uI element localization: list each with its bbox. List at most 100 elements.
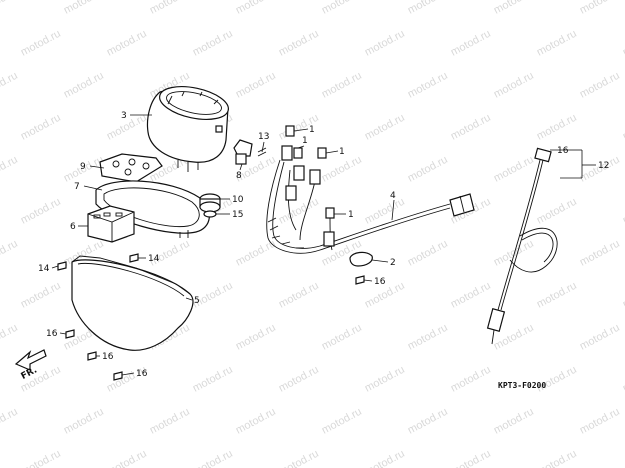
- watermark-text: motod.ru: [449, 448, 493, 468]
- grommet: [199, 193, 221, 213]
- watermark-text: motod.ru: [62, 0, 106, 17]
- watermark-text: motod.ru: [535, 280, 579, 311]
- watermark-text: motod.ru: [406, 238, 450, 269]
- bulbs: [285, 125, 335, 219]
- indicator-housing: [87, 205, 135, 243]
- watermark-text: motod.ru: [406, 154, 450, 185]
- watermark-text: motod.ru: [406, 0, 450, 17]
- watermark-text: motod.ru: [621, 28, 625, 59]
- watermark-text: motod.ru: [0, 154, 20, 185]
- callout-4: 4: [390, 191, 396, 201]
- callout-5: 5: [194, 296, 200, 306]
- callout-14: 14: [148, 254, 160, 264]
- callout-9: 9: [80, 162, 86, 172]
- watermark-text: motod.ru: [621, 448, 625, 468]
- speedometer-cable: [486, 147, 558, 345]
- diagram-code: KPT3-F0200: [498, 381, 546, 390]
- callout-2: 2: [390, 258, 396, 268]
- watermark-text: motod.ru: [19, 196, 63, 227]
- watermark-text: motod.ru: [578, 406, 622, 437]
- callout-labels: 3 13 1 1 1 1 9 8 7 10 15 4 6 14 14 2 16 …: [38, 111, 609, 379]
- nut: [203, 210, 217, 218]
- watermark-text: motod.ru: [578, 322, 622, 353]
- callout-1: 1: [348, 210, 354, 220]
- callout-16: 16: [374, 277, 386, 287]
- watermark-text: motod.ru: [363, 196, 407, 227]
- callout-1: 1: [302, 136, 308, 146]
- watermark-text: motod.ru: [277, 280, 321, 311]
- watermark-text: motod.ru: [621, 280, 625, 311]
- leader-lines: [51, 114, 596, 376]
- watermark-text: motod.ru: [148, 406, 192, 437]
- lower-case: [71, 255, 194, 351]
- callout-7: 7: [74, 182, 80, 192]
- watermark-text: motod.ru: [19, 112, 63, 143]
- bulb-socket: [233, 139, 253, 165]
- watermark-text: motod.ru: [621, 364, 625, 395]
- watermark-text: motod.ru: [320, 0, 364, 17]
- watermark-text: motod.ru: [406, 322, 450, 353]
- watermark-text: motod.ru: [363, 364, 407, 395]
- callout-16: 16: [46, 329, 58, 339]
- watermark-text: motod.ru: [363, 112, 407, 143]
- wire-harness: [266, 145, 475, 254]
- watermark-text: motod.ru: [535, 112, 579, 143]
- watermark-text: motod.ru: [0, 238, 20, 269]
- screws: [57, 253, 365, 381]
- harness-clamp: [349, 251, 373, 267]
- callout-12: 16: [557, 146, 569, 156]
- watermark-text: motod.ru: [19, 280, 63, 311]
- watermark-text: motod.ru: [19, 448, 63, 468]
- callout-11: 12: [598, 161, 609, 171]
- watermark-text: motod.ru: [234, 70, 278, 101]
- watermark-text: motod.ru: [0, 322, 20, 353]
- watermark-text: motod.ru: [363, 448, 407, 468]
- watermark-text: motod.ru: [234, 238, 278, 269]
- watermark-text: motod.ru: [320, 322, 364, 353]
- watermark-text: motod.ru: [0, 0, 20, 17]
- watermark-text: motod.ru: [449, 280, 493, 311]
- watermark-text: motod.ru: [492, 0, 536, 17]
- watermark-text: motod.ru: [621, 196, 625, 227]
- watermark-text: motod.ru: [191, 28, 235, 59]
- watermark-text: motod.ru: [234, 0, 278, 17]
- watermark-text: motod.ru: [148, 0, 192, 17]
- callout-1: 1: [339, 147, 345, 157]
- watermark-text: motod.ru: [105, 28, 149, 59]
- watermark-text: motod.ru: [62, 70, 106, 101]
- watermark-text: motod.ru: [621, 112, 625, 143]
- watermark-text: motod.ru: [449, 364, 493, 395]
- watermark-text: motod.ru: [535, 364, 579, 395]
- watermark-text: motod.ru: [578, 70, 622, 101]
- watermark-text: motod.ru: [277, 28, 321, 59]
- watermark-text: motod.ru: [449, 28, 493, 59]
- callout-15: 15: [232, 210, 243, 220]
- watermark-text: motod.ru: [277, 196, 321, 227]
- watermark-text: motod.ru: [492, 70, 536, 101]
- callout-1: 1: [309, 125, 315, 135]
- callout-16: 16: [136, 369, 148, 379]
- watermark-text: motod.ru: [449, 112, 493, 143]
- watermark-text: motod.ru: [578, 0, 622, 17]
- watermark-text: motod.ru: [0, 70, 20, 101]
- watermark-text: motod.ru: [535, 196, 579, 227]
- callout-16: 16: [102, 352, 114, 362]
- watermark-text: motod.ru: [0, 406, 20, 437]
- watermark-text: motod.ru: [363, 28, 407, 59]
- watermark-text: motod.ru: [277, 364, 321, 395]
- front-direction-arrow: [14, 349, 47, 371]
- watermark-text: motod.ru: [535, 28, 579, 59]
- watermark-text: motod.ru: [406, 406, 450, 437]
- watermark-text: motod.ru: [406, 70, 450, 101]
- callout-3: 3: [121, 111, 127, 121]
- watermark-text: motod.ru: [492, 406, 536, 437]
- callout-6: 6: [70, 222, 76, 232]
- watermark-text: motod.ru: [234, 322, 278, 353]
- watermark-text: motod.ru: [277, 448, 321, 468]
- watermark-text: motod.ru: [62, 406, 106, 437]
- watermark-text: motod.ru: [191, 448, 235, 468]
- watermark-text: motod.ru: [234, 406, 278, 437]
- watermark-text: motod.ru: [492, 154, 536, 185]
- watermark-text: motod.ru: [320, 406, 364, 437]
